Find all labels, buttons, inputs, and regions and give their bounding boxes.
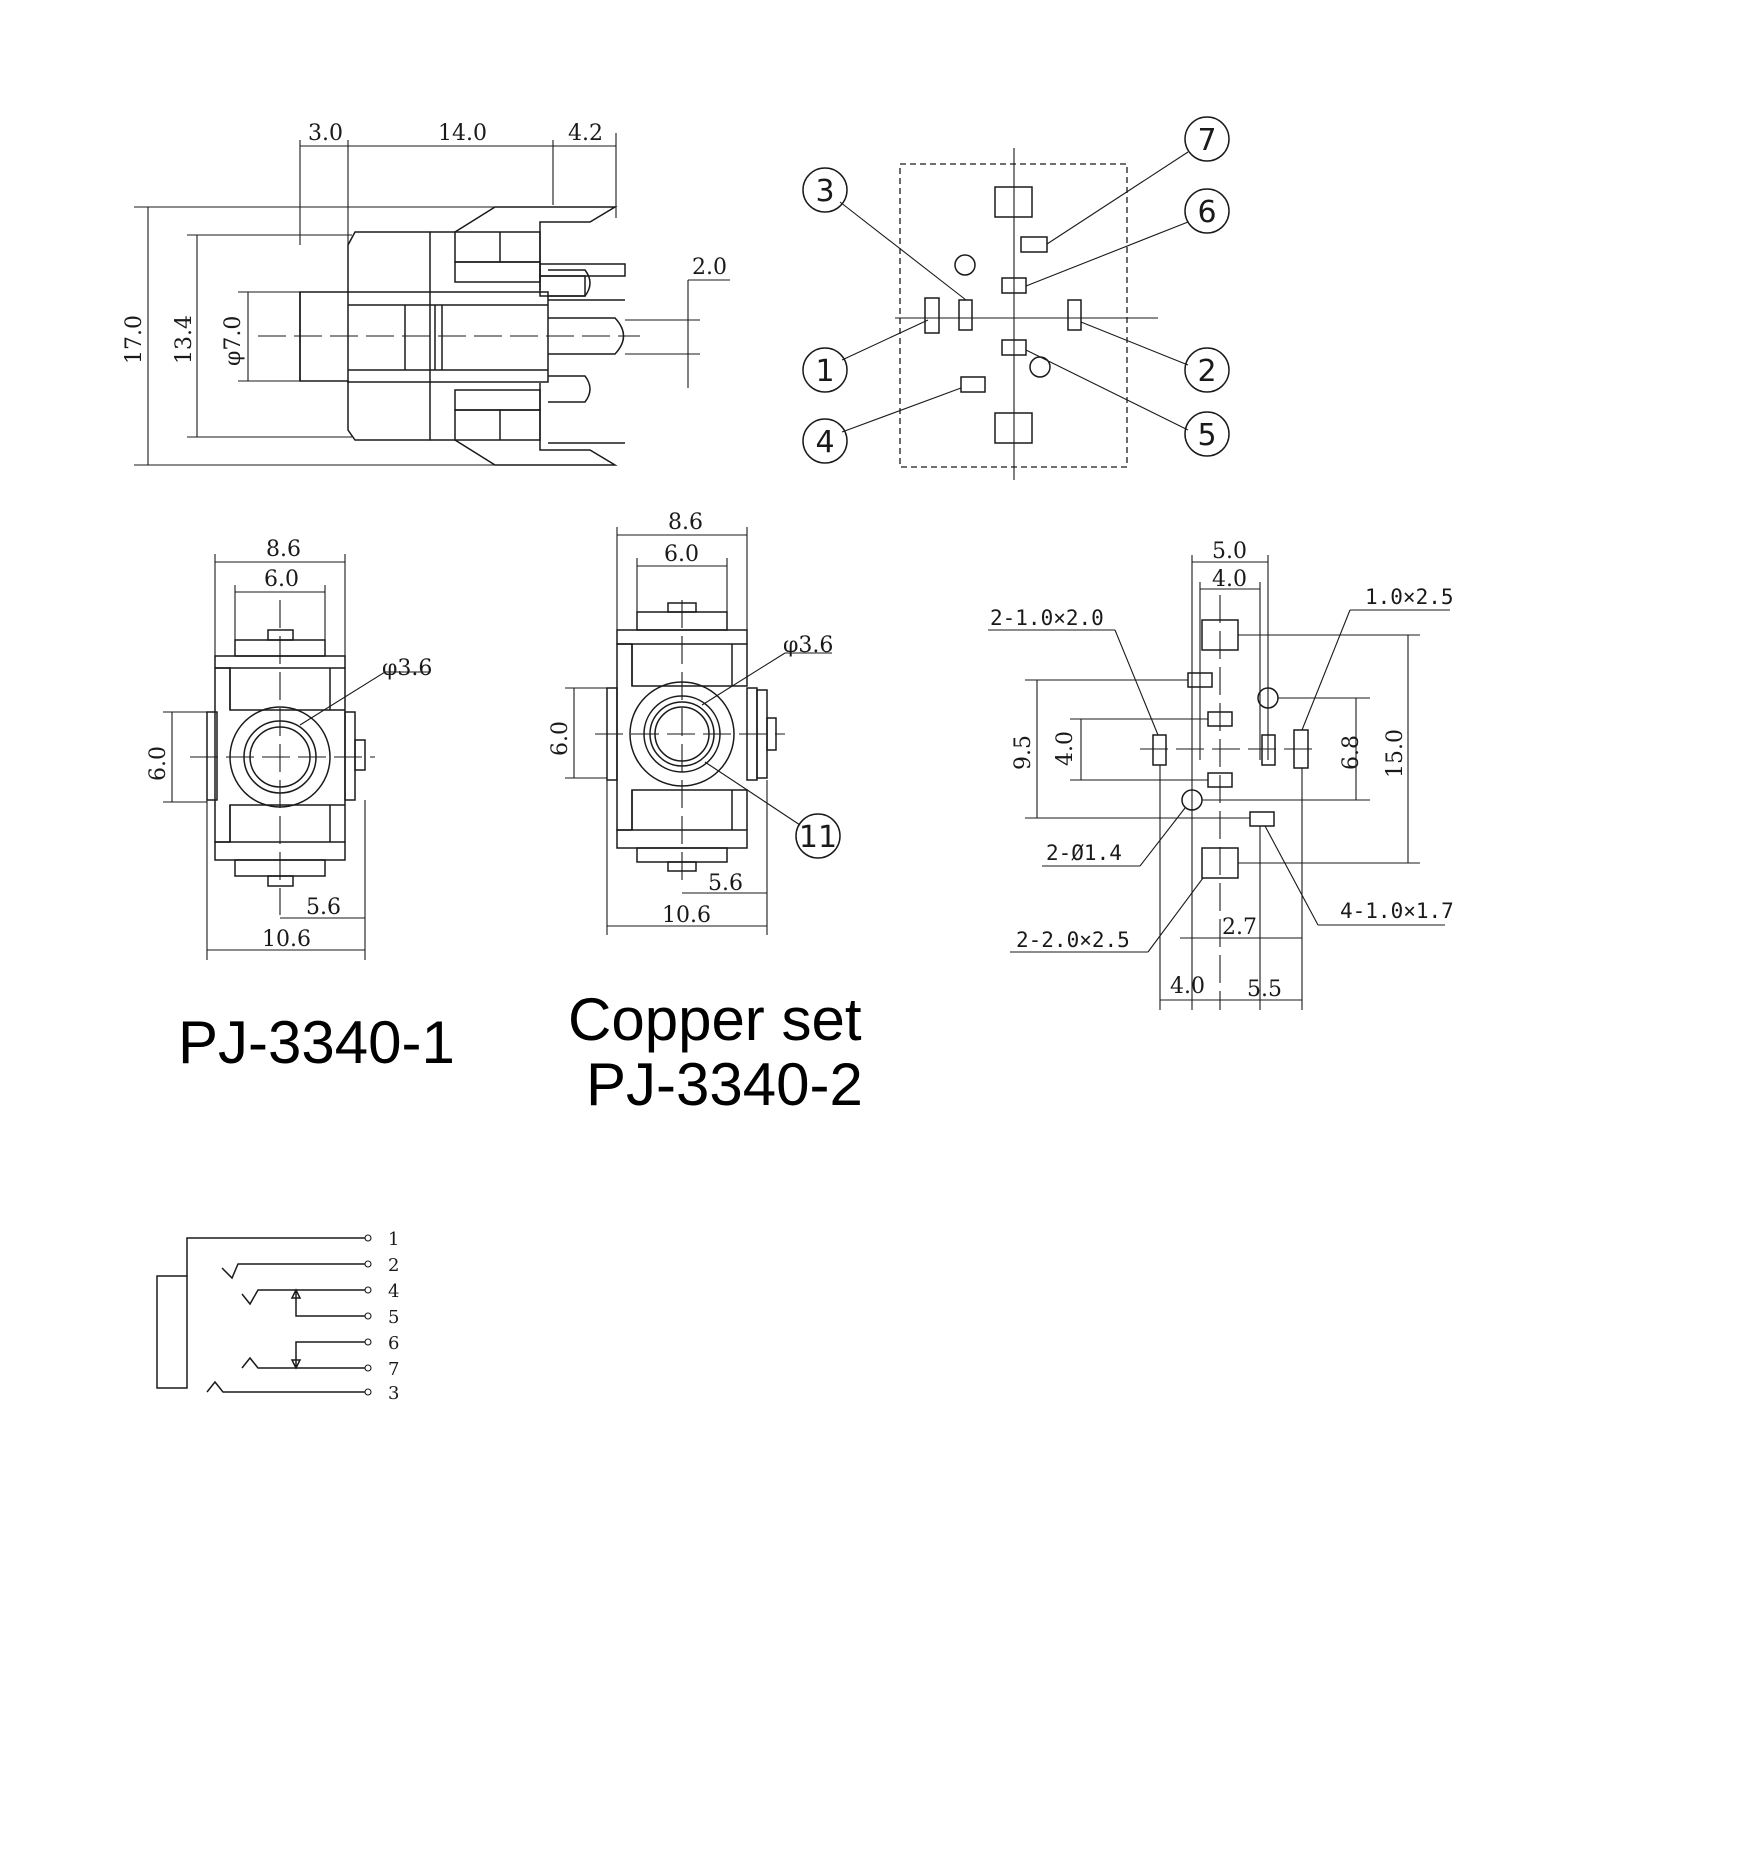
dim-side-4-2: 4.2 — [568, 121, 603, 146]
note-slot-pair: 2-1.0×2.0 — [990, 606, 1104, 630]
front-view-1: 8.6 6.0 φ3.6 6.0 5.6 10.6 — [146, 537, 432, 960]
model-label-2: PJ-3340-2 — [586, 1051, 863, 1118]
front-view-2: 8.6 6.0 φ3.6 11 6.0 5.6 — [548, 510, 841, 935]
dim-fv2-6-0-v: 6.0 — [548, 721, 573, 756]
dim-pcb-6-8: 6.8 — [1339, 735, 1364, 770]
dim-fv2-10-6: 10.6 — [662, 903, 711, 928]
callout-1: 1 — [815, 354, 834, 389]
dim-fv1-8-6: 8.6 — [266, 537, 301, 562]
schematic-pin-2: 2 — [388, 1255, 399, 1276]
schematic-pin-4: 4 — [388, 1281, 399, 1302]
dim-pcb-4-0-bot: 4.0 — [1170, 974, 1205, 999]
dim-side-17-0: 17.0 — [122, 315, 147, 364]
dim-pcb-4-0-v: 4.0 — [1053, 731, 1078, 766]
dim-side-2-0: 2.0 — [692, 255, 727, 280]
dim-fv1-5-6: 5.6 — [306, 895, 341, 920]
model-label-1: PJ-3340-1 — [178, 1009, 455, 1076]
dim-side-14-0: 14.0 — [438, 121, 487, 146]
dim-fv2-8-6: 8.6 — [668, 510, 703, 535]
dim-pcb-4-0-top: 4.0 — [1212, 567, 1247, 592]
copper-set-label: Copper set — [568, 986, 862, 1053]
pin-layout: 3 7 6 1 2 4 5 — [802, 116, 1230, 480]
note-slot-single: 1.0×2.5 — [1365, 585, 1454, 609]
dim-pcb-15-0: 15.0 — [1383, 729, 1408, 778]
dim-pcb-5-0: 5.0 — [1212, 539, 1247, 564]
schematic-pin-1: 1 — [388, 1229, 399, 1250]
dim-pcb-2-7: 2.7 — [1222, 915, 1257, 940]
callout-11: 11 — [799, 820, 837, 855]
dim-side-3-0: 3.0 — [308, 121, 343, 146]
schematic: 1 2 4 5 6 7 3 — [156, 1229, 399, 1404]
schematic-pin-5: 5 — [388, 1307, 399, 1328]
callout-4: 4 — [815, 425, 834, 460]
note-pads-large: 2-2.0×2.5 — [1016, 928, 1130, 952]
dim-fv2-5-6: 5.6 — [708, 871, 743, 896]
dim-fv1-phi-3-6: φ3.6 — [382, 656, 432, 681]
callout-3: 3 — [815, 174, 834, 209]
note-holes: 2-Ø1.4 — [1046, 841, 1122, 865]
side-view: 3.0 14.0 4.2 17.0 13.4 φ7.0 — [122, 121, 730, 466]
dim-fv2-6-0: 6.0 — [664, 542, 699, 567]
callout-7: 7 — [1197, 123, 1216, 158]
dim-fv1-6-0: 6.0 — [264, 567, 299, 592]
schematic-pin-6: 6 — [388, 1333, 399, 1354]
callout-2: 2 — [1197, 354, 1216, 389]
dim-fv1-10-6: 10.6 — [262, 927, 311, 952]
dim-pcb-5-5: 5.5 — [1247, 977, 1282, 1002]
callout-6: 6 — [1197, 195, 1216, 230]
dim-pcb-9-5: 9.5 — [1011, 735, 1036, 770]
dim-side-phi-7-0: φ7.0 — [221, 316, 246, 366]
note-pads-small: 4-1.0×1.7 — [1340, 899, 1454, 923]
pcb-layout: 5.0 4.0 9.5 4.0 6.8 15 — [988, 539, 1454, 1010]
dim-fv2-phi-3-6: φ3.6 — [783, 633, 833, 658]
dim-side-13-4: 13.4 — [172, 315, 197, 364]
callout-5: 5 — [1197, 418, 1216, 453]
schematic-pin-7: 7 — [388, 1359, 399, 1380]
dim-fv1-6-0-v: 6.0 — [146, 746, 171, 781]
schematic-pin-3: 3 — [388, 1383, 399, 1404]
